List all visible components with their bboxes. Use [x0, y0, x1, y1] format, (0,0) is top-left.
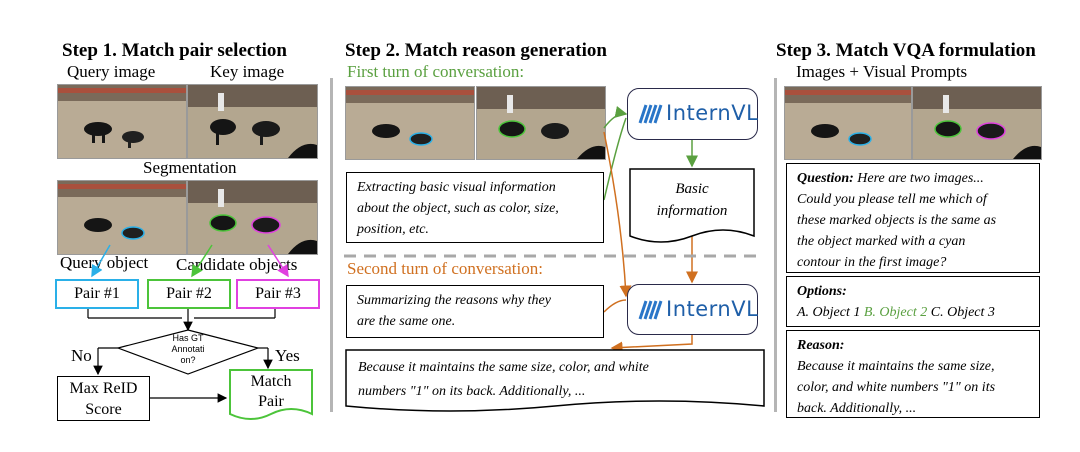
vqa-query-image [784, 86, 912, 160]
basic-info-line: information [656, 203, 728, 219]
match-pair-text: Match Pair [230, 372, 312, 412]
internvl-name: InternVL [666, 101, 759, 125]
answer-line: Because it maintains the same size, colo… [358, 360, 649, 375]
second-prompt-line: Summarizing the reasons why they [357, 293, 551, 308]
reason-line: color, and white numbers "1" on its [797, 380, 996, 395]
first-prompt-line: Extracting basic visual information [357, 180, 556, 195]
internvl-logo-icon [638, 104, 663, 124]
step2-flow-arrows [344, 106, 765, 412]
options-box: Options: A. Object 1 B. Object 2 C. Obje… [786, 276, 1040, 327]
query-image-label: Query image [67, 62, 156, 81]
segmented-key-image [187, 180, 318, 255]
reason-line: Because it maintains the same size, [797, 359, 995, 374]
option-b: B. Object 2 [863, 305, 928, 320]
answer-line: numbers "1" on its back. Additionally, .… [358, 384, 586, 399]
reason-box: Reason: Because it maintains the same si… [786, 330, 1040, 418]
segmented-query-image [57, 180, 187, 255]
pair-2-box: Pair #2 [147, 279, 231, 309]
question-box: Question: Here are two images... Could y… [786, 163, 1040, 273]
question-line: the object marked with a cyan [797, 234, 966, 249]
option-c: C. Object 3 [927, 305, 995, 320]
pair-3-box: Pair #3 [236, 279, 320, 309]
turn1-key-image [476, 86, 606, 160]
first-prompt-box: Extracting basic visual information abou… [346, 172, 604, 243]
match-pair-line: Pair [258, 393, 284, 410]
second-turn-label: Second turn of conversation: [347, 259, 543, 278]
step2-title: Step 2. Match reason generation [345, 40, 607, 61]
internvl-name: InternVL [666, 297, 759, 321]
max-reid-box: Max ReID Score [57, 376, 150, 421]
internvl-logo-icon [638, 300, 663, 320]
no-label: No [71, 346, 92, 365]
first-prompt-line: position, etc. [357, 222, 429, 237]
options-line: A. Object 1 B. Object 2 C. Object 3 [797, 302, 1029, 323]
second-prompt-box: Summarizing the reasons why they are the… [346, 285, 604, 338]
max-reid-line: Max ReID [69, 380, 138, 397]
max-reid-line: Score [85, 401, 122, 418]
query-object-label: Query object [60, 253, 149, 272]
decision-text: Has GT Annotati on? [163, 333, 213, 366]
question-line: contour in the first image? [797, 255, 947, 270]
question-line: Here are two images... [853, 171, 984, 186]
step1-title: Step 1. Match pair selection [62, 40, 287, 61]
candidate-objects-label: Candidate objects [176, 255, 298, 274]
reason-line: back. Additionally, ... [797, 401, 917, 416]
second-prompt-line: are the same one. [357, 314, 456, 329]
basic-info-text: Basic information [630, 178, 754, 222]
question-first-line: Question: Here are two images... [797, 168, 1029, 189]
query-image [57, 84, 187, 159]
internvl-model-box: InternVL [627, 284, 758, 335]
segmentation-label: Segmentation [143, 158, 237, 177]
vqa-key-image [912, 86, 1042, 160]
separator [774, 78, 777, 412]
step1-flow-arrows [87, 244, 313, 420]
question-line: Could you please tell me which of [797, 192, 987, 207]
answer-text: Because it maintains the same size, colo… [358, 356, 758, 404]
question-line: these marked objects is the same as [797, 213, 997, 228]
question-label: Question: [797, 171, 854, 186]
key-image-label: Key image [210, 62, 285, 81]
option-a: A. Object 1 [797, 305, 864, 320]
first-prompt-line: about the object, such as color, size, [357, 201, 559, 216]
yes-label: Yes [275, 346, 300, 365]
internvl-model-box: InternVL [627, 88, 758, 140]
first-turn-label: First turn of conversation: [347, 62, 525, 81]
options-label: Options: [797, 284, 847, 299]
key-image [187, 84, 318, 159]
reason-label: Reason: [797, 338, 845, 353]
decision-line: Annotati [171, 344, 205, 354]
basic-info-line: Basic [675, 181, 709, 197]
decision-line: on? [180, 355, 196, 365]
step3-title: Step 3. Match VQA formulation [776, 40, 1036, 61]
separator [330, 78, 333, 412]
match-pair-line: Match [250, 373, 292, 390]
pair-1-box: Pair #1 [55, 279, 139, 309]
images-visual-prompts-label: Images + Visual Prompts [796, 62, 968, 81]
decision-line: Has GT [172, 333, 204, 343]
turn1-query-image [345, 86, 475, 160]
